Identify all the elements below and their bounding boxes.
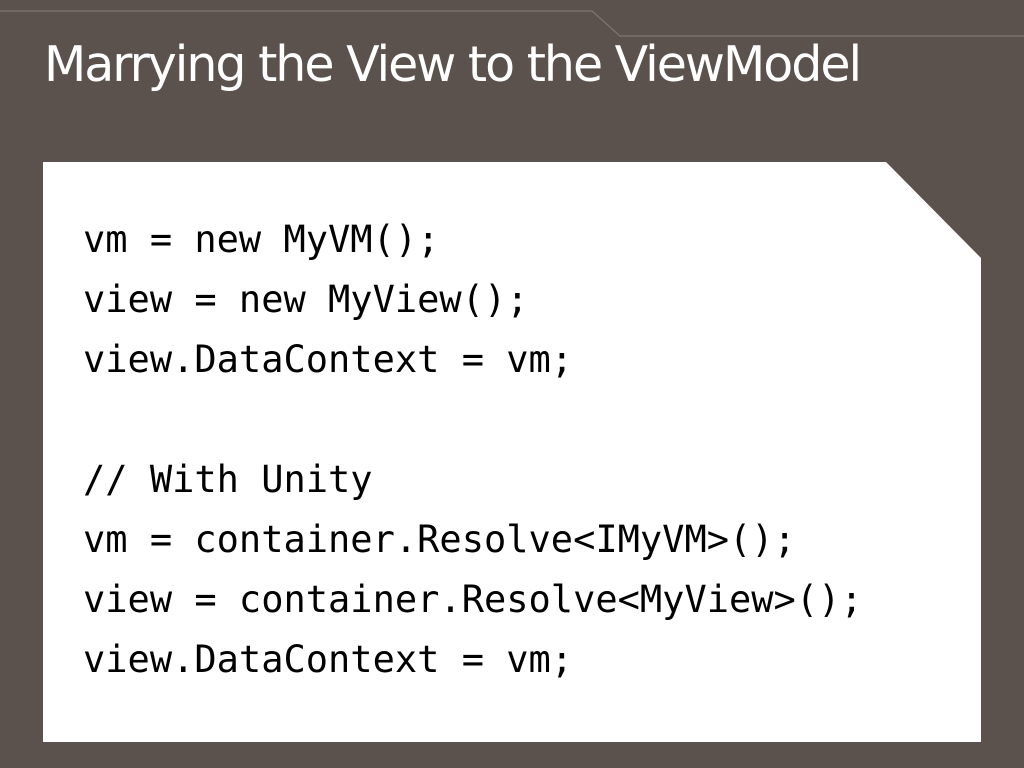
slide-title: Marrying the View to the ViewModel: [44, 36, 862, 93]
code-line: vm = container.Resolve<IMyVM>();: [83, 518, 796, 561]
code-comment: // With Unity: [83, 458, 373, 501]
code-line: view.DataContext = vm;: [83, 338, 574, 381]
code-line: view.DataContext = vm;: [83, 638, 574, 681]
code-line: vm = new MyVM();: [83, 218, 440, 261]
code-line: view = new MyView();: [83, 278, 529, 321]
code-line-blank: [83, 390, 863, 450]
header-decoration: [0, 10, 1024, 37]
code-block: vm = new MyVM(); view = new MyView(); vi…: [83, 210, 863, 690]
code-panel: vm = new MyVM(); view = new MyView(); vi…: [43, 162, 981, 742]
code-line: view = container.Resolve<MyView>();: [83, 578, 863, 621]
